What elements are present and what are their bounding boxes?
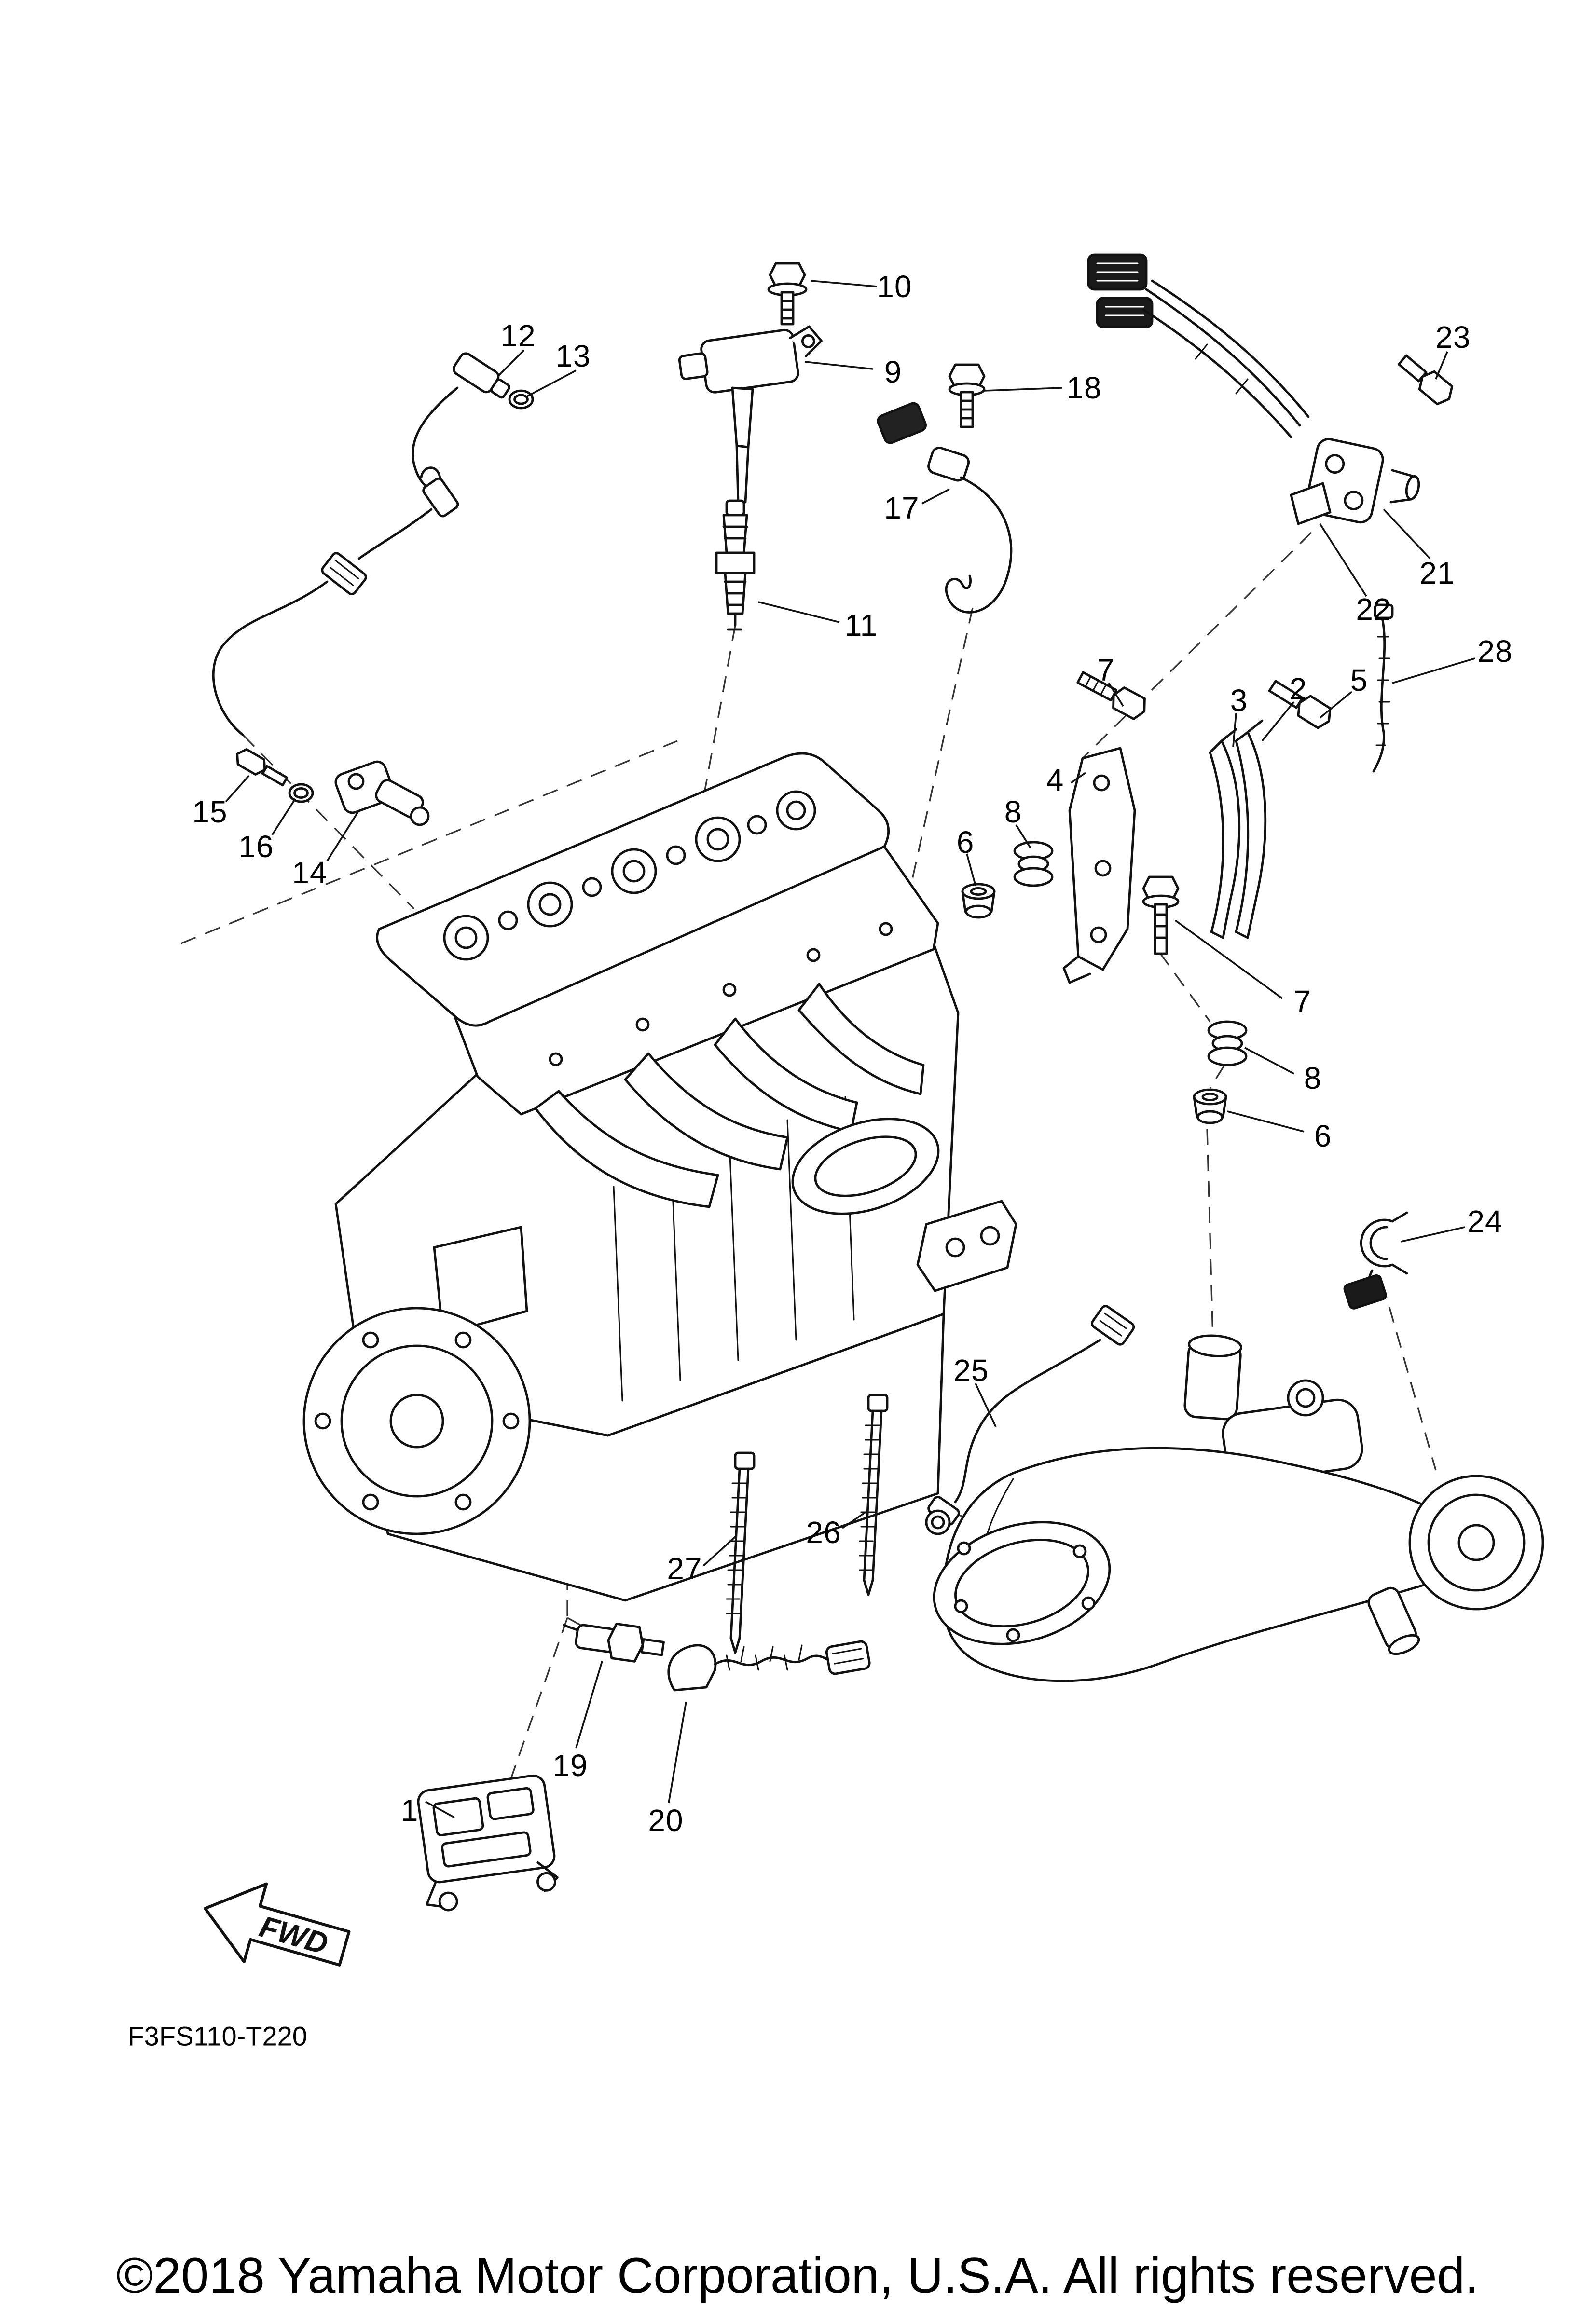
- bolt-7-lower: [1142, 875, 1180, 955]
- sensor-14: [334, 760, 430, 826]
- bushing-6-lower: [1193, 1088, 1227, 1124]
- gasket-2: [1235, 719, 1267, 939]
- cable-tie-26: [859, 1394, 889, 1596]
- bracket-4: [1062, 747, 1136, 984]
- bolt-7-upper: [1076, 671, 1146, 720]
- cable-tie-28: [1372, 603, 1394, 773]
- exhaust-assembly: [933, 1334, 1544, 1682]
- bolt-5: [1268, 680, 1332, 729]
- bolt-10: [767, 262, 808, 326]
- lead-wire-20: [667, 1640, 871, 1692]
- spark-plug: [715, 499, 756, 631]
- bolt-23: [1397, 354, 1454, 406]
- fwd-arrow: FWD: [204, 1882, 351, 1967]
- diagram-code: F3FS110-T220: [127, 2021, 307, 2051]
- o-ring-13: [508, 389, 534, 410]
- sensor-12: [212, 352, 510, 737]
- harness-tag-22: [1290, 482, 1332, 525]
- parts: [212, 253, 1544, 1912]
- washer-16: [288, 783, 314, 803]
- sensor-17: [877, 402, 1013, 614]
- wire-harness: [1087, 253, 1420, 524]
- sensor-19: [562, 1623, 665, 1663]
- leader-lines: [225, 280, 1475, 1818]
- sensor-wire-25: [925, 1305, 1135, 1535]
- engine-block: [302, 752, 1018, 1602]
- grommet-8-lower: [1207, 1020, 1248, 1066]
- gasket-3: [1209, 728, 1241, 939]
- ignition-coil: [678, 325, 823, 504]
- bolt-18: [948, 363, 986, 428]
- clamp-24: [1343, 1211, 1408, 1310]
- grommet-8-upper: [1013, 841, 1054, 887]
- bushing-6-upper: [961, 883, 996, 919]
- ecu-bracket-1: [417, 1774, 559, 1912]
- cable-tie-27: [726, 1451, 756, 1654]
- bolt-15: [236, 748, 289, 787]
- copyright-text: ©2018 Yamaha Motor Corporation, U.S.A. A…: [116, 2248, 1479, 2304]
